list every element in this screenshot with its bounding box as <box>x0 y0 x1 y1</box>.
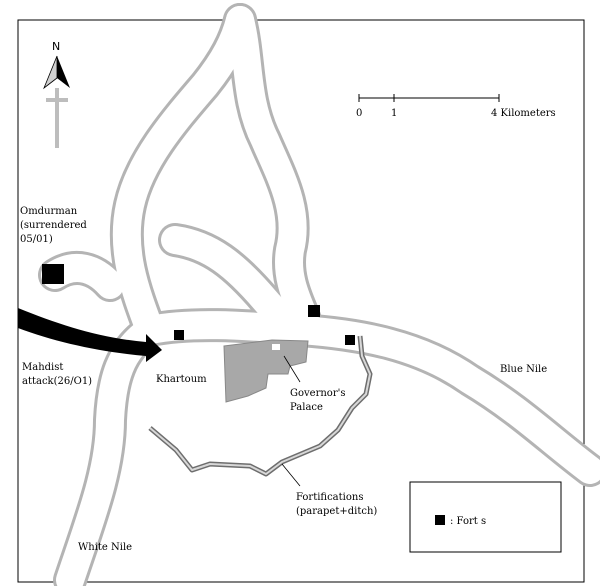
fortifications-wall <box>148 335 373 477</box>
governors-palace-pointer <box>283 355 301 383</box>
fort-omdurman <box>42 264 64 284</box>
scale-tick-1: 1 <box>391 108 397 119</box>
khartoum-city-area <box>223 339 309 403</box>
north-label: N <box>52 40 60 53</box>
fortifications-pointer <box>281 463 301 487</box>
fort-north-bank <box>308 305 320 317</box>
label-omdurman: Omdurman (surrendered 05/01) <box>20 206 90 245</box>
label-blue-nile: Blue Nile <box>500 364 547 375</box>
label-mahdist-attack: Mahdist attack(26/O1) <box>22 362 92 387</box>
governors-palace-marker <box>272 344 280 350</box>
forts <box>42 264 355 345</box>
legend-fort-label: : Fort s <box>450 516 486 527</box>
fort-khartoum-west <box>174 330 184 340</box>
label-governors-palace: Governor's Palace <box>290 388 349 413</box>
legend-fort-symbol <box>435 515 445 525</box>
legend: : Fort s <box>409 481 562 553</box>
scale-bar <box>358 94 500 102</box>
label-fortifications: Fortifications (parapet+ditch) <box>296 492 377 517</box>
scale-tick-4: 4 Kilometers <box>491 108 556 119</box>
label-white-nile: White Nile <box>78 542 132 553</box>
label-khartoum: Khartoum <box>156 374 207 385</box>
scale-tick-0: 0 <box>356 108 362 119</box>
fort-east <box>345 335 355 345</box>
mahdist-attack-arrow <box>18 308 162 362</box>
north-arrow-icon <box>43 55 70 148</box>
